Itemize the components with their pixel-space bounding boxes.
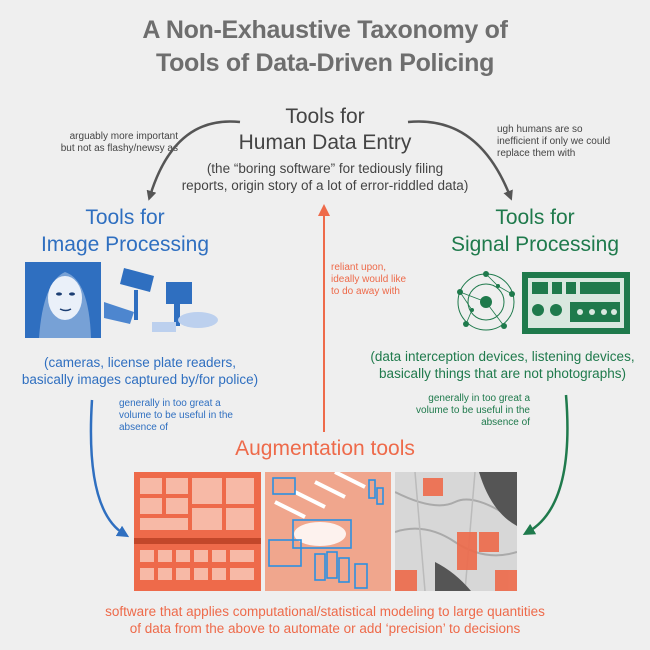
note-image-volume-line-1: generally in too great a [119, 398, 221, 409]
page-title-line-1: A Non-Exhaustive Taxonomy of [142, 16, 508, 44]
arrow-human-to-image [146, 120, 241, 201]
note-signal-volume-line-3: absence of [481, 417, 530, 428]
note-right-line-3: replace them with [497, 148, 576, 159]
device-illustration [522, 272, 630, 334]
portrait-illustration [39, 272, 91, 338]
arrow-human-to-signal [407, 120, 513, 201]
note-right-line-2: inefficient if only we could [497, 136, 611, 147]
cctv-grid-image [134, 472, 261, 591]
human-desc-line-2: reports, origin story of a lot of error-… [181, 178, 469, 193]
camera-illustration [104, 262, 220, 338]
note-signal-volume-line-1: generally in too great a [428, 393, 530, 404]
signal-device-image [520, 266, 632, 338]
note-image-volume-line-2: volume to be useful in the [119, 410, 233, 421]
heatmap-illustration [395, 472, 517, 591]
signal-desc-line-1: (data interception devices, listening de… [370, 349, 635, 364]
traffic-detection-illustration [268, 472, 384, 589]
arrow-image-to-augment [89, 399, 130, 538]
human-title-line-2: Human Data Entry [238, 131, 412, 154]
human-title-line-1: Tools for [285, 105, 365, 128]
note-mid-line-2: ideally would like [331, 274, 407, 285]
page-title-line-2: Tools of Data-Driven Policing [155, 49, 495, 77]
cctv-grid-illustration [134, 478, 261, 580]
note-left-line-1: arguably more important [69, 131, 178, 142]
network-illustration [457, 271, 515, 331]
augment-desc-line-1: software that applies computational/stat… [105, 604, 545, 619]
note-mid-line-3: to do away with [331, 286, 400, 297]
image-title-line-2: Image Processing [40, 233, 210, 256]
signal-title-line-1: Tools for [495, 206, 575, 229]
heatmap-image [395, 472, 517, 591]
network-image [450, 266, 522, 338]
image-desc-line-1: (cameras, license plate readers, [43, 355, 237, 370]
note-right-line-1: ugh humans are so [497, 124, 583, 135]
note-image-volume-line-3: absence of [119, 422, 168, 433]
image-desc-line-2: basically images captured by/for police) [21, 372, 259, 387]
signal-title-line-2: Signal Processing [450, 233, 620, 256]
human-desc-line-1: (the “boring software” for tediously fil… [206, 161, 444, 176]
augment-title: Augmentation tools [235, 437, 415, 460]
arrow-signal-to-augment [522, 394, 569, 535]
augment-desc-line-2: of data from the above to automate or ad… [129, 621, 521, 636]
image-title-line-1: Tools for [85, 206, 165, 229]
signal-desc-line-2: basically things that are not photograph… [379, 366, 626, 381]
surveillance-cameras-image [104, 262, 220, 338]
traffic-detection-image [265, 472, 391, 591]
portrait-image [25, 262, 101, 338]
note-mid-line-1: reliant upon, [331, 262, 387, 273]
note-left-line-2: but not as flashy/newsy as [60, 143, 178, 154]
note-signal-volume-line-2: volume to be useful in the [416, 405, 530, 416]
